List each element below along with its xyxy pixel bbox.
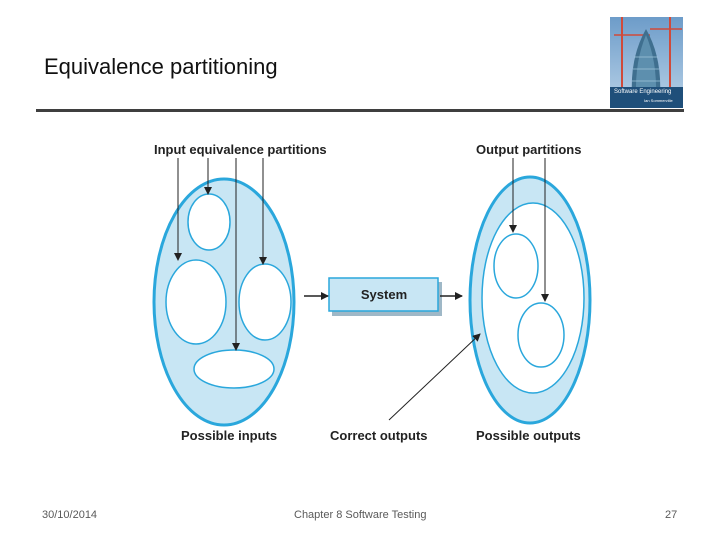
slide-title: Equivalence partitioning xyxy=(44,54,278,79)
possible-outputs-label: Possible outputs xyxy=(476,428,581,443)
input-partition-left xyxy=(165,259,227,345)
system-label: System xyxy=(360,287,408,302)
footer-chapter: Chapter 8 Software Testing xyxy=(294,509,427,521)
footer-page-number: 27 xyxy=(665,509,678,521)
title-divider xyxy=(36,109,684,112)
system-box xyxy=(328,277,439,312)
possible-inputs-label: Possible inputs xyxy=(181,428,278,443)
book-cover-title: Software Engineering xyxy=(614,89,672,95)
input-partition-top xyxy=(187,193,231,251)
output-partition-top xyxy=(493,233,539,299)
input-partitions-label: Input equivalence partitions xyxy=(154,142,327,157)
output-partitions-label: Output partitions xyxy=(476,142,582,157)
output-partition-bottom xyxy=(517,302,565,368)
footer-date: 30/10/2014 xyxy=(42,509,98,521)
input-partition-right xyxy=(238,263,292,341)
book-cover-subtitle: Ian Sommerville xyxy=(644,98,673,103)
input-partition-bottom xyxy=(193,349,275,389)
book-cover-image xyxy=(610,17,683,108)
correct-outputs-label: Correct outputs xyxy=(330,428,428,443)
arrow-correct-outputs xyxy=(388,333,481,421)
